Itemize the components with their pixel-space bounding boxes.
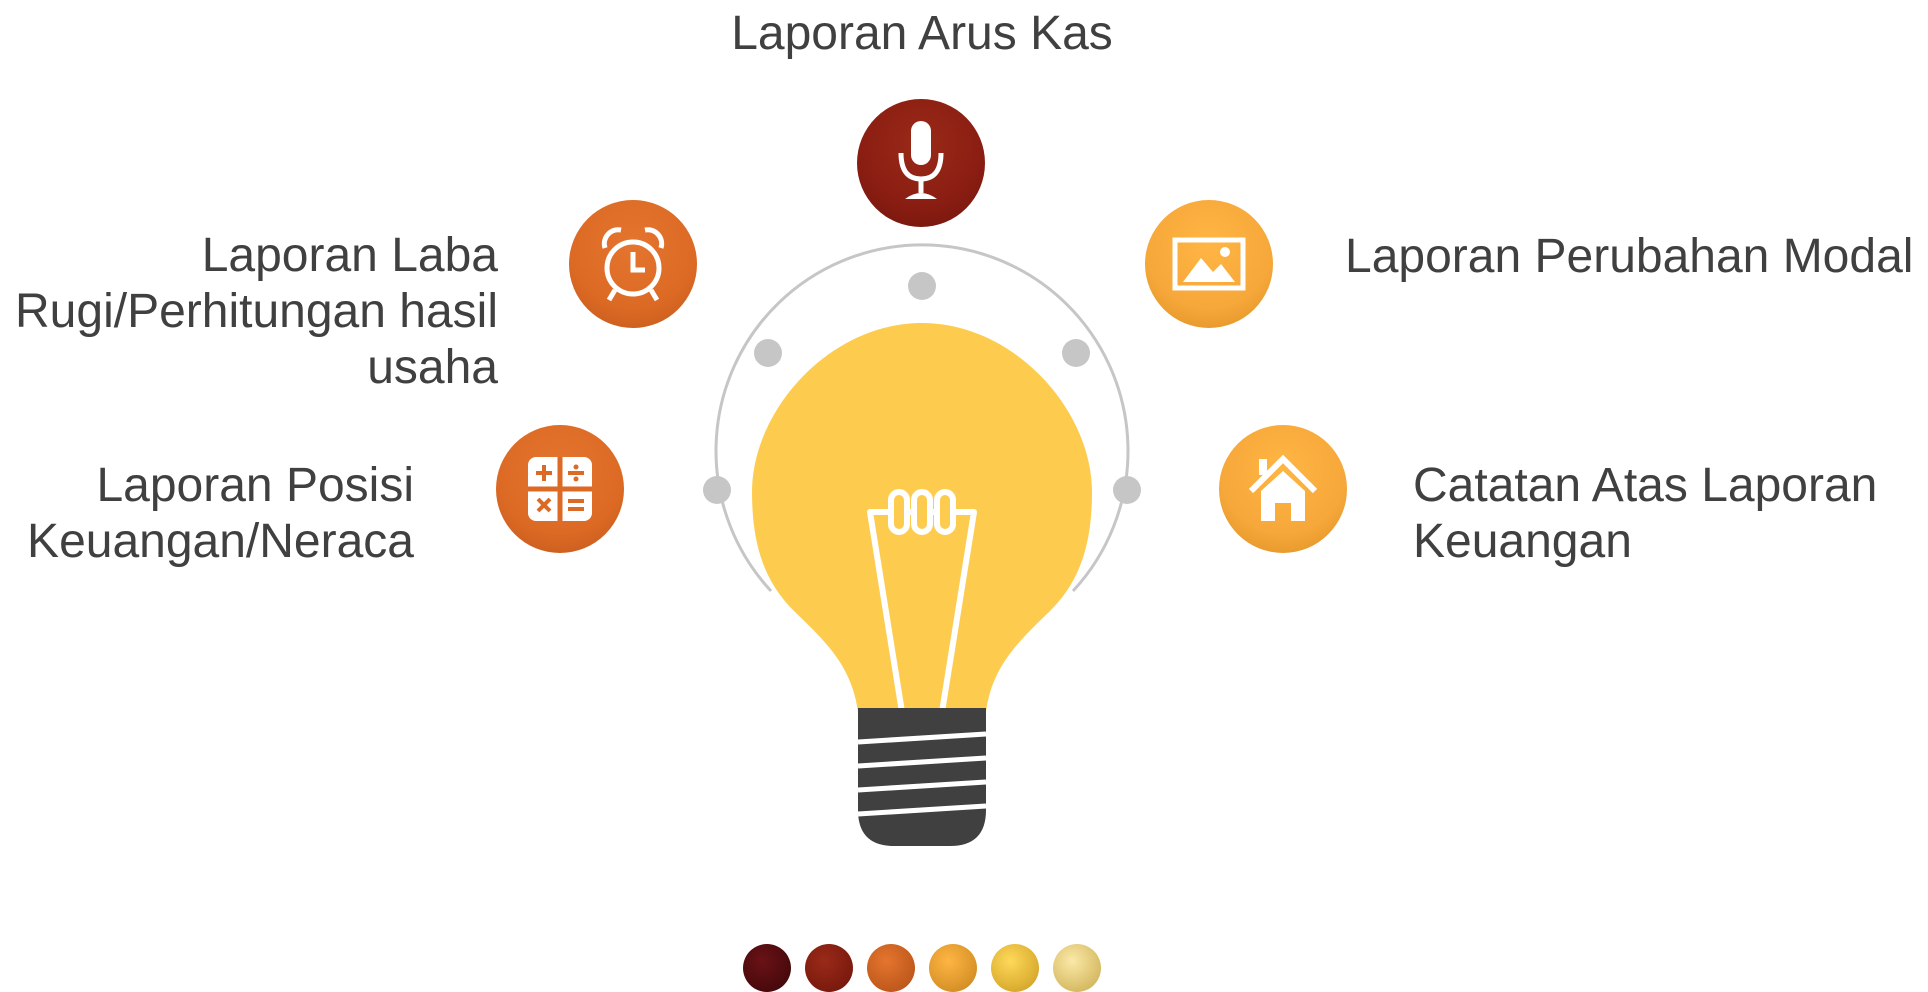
alarm-clock-icon <box>601 227 665 302</box>
filament-icon <box>867 489 977 713</box>
image-icon-circle <box>1145 200 1273 328</box>
palette-swatch <box>1053 944 1101 992</box>
label-perubahan-modal: Laporan Perubahan Modal <box>1345 230 1914 283</box>
palette-swatch <box>743 944 791 992</box>
home-icon <box>1248 454 1318 521</box>
home-icon-circle <box>1219 425 1347 553</box>
label-posisi-keuangan: Laporan Posisi Keuangan/Neraca <box>27 459 414 568</box>
label-laba-rugi: Laporan Laba Rugi/Perhitungan hasil usah… <box>15 229 498 394</box>
orbit-nodes <box>703 272 1141 504</box>
palette-swatch <box>867 944 915 992</box>
microphone-icon <box>898 121 944 199</box>
microphone-icon-circle <box>857 99 985 227</box>
bulb-base <box>857 708 987 846</box>
label-arus-kas: Laporan Arus Kas <box>731 7 1113 60</box>
palette-swatch <box>929 944 977 992</box>
image-icon <box>1172 237 1246 291</box>
alarm-clock-icon-circle <box>569 200 697 328</box>
palette-swatch <box>991 944 1039 992</box>
label-catatan-laporan: Catatan Atas Laporan Keuangan <box>1413 459 1878 568</box>
calculator-icon-circle <box>496 425 624 553</box>
orbit-arc <box>714 243 1130 593</box>
palette-swatch <box>805 944 853 992</box>
calculator-icon <box>528 457 592 521</box>
